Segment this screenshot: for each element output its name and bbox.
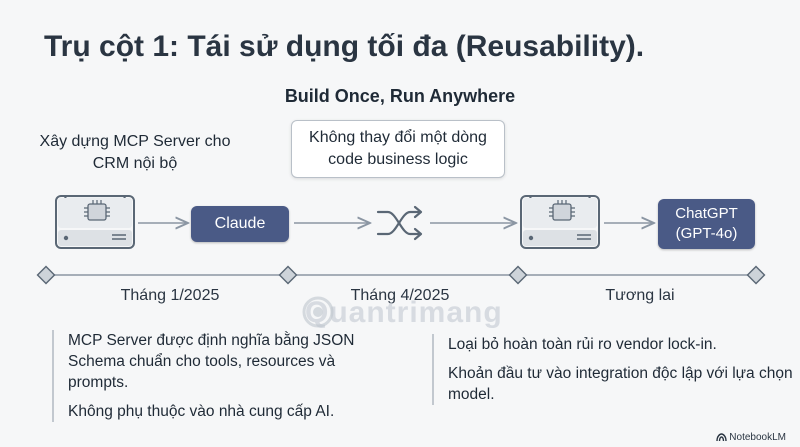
notebooklm-logo-icon [716, 433, 727, 441]
watermark: Quantrimang [305, 296, 503, 329]
left-notes: MCP Server được định nghĩa bằng JSON Sch… [52, 330, 398, 422]
server-icon [55, 195, 135, 249]
timeline-marker [508, 265, 528, 285]
right-notes: Loại bỏ hoàn toàn rủi ro vendor lock-in.… [432, 334, 793, 405]
brand-footer: NotebookLM [716, 432, 786, 443]
timeline-label: Tháng 1/2025 [120, 287, 220, 304]
subtitle: Build Once, Run Anywhere [284, 86, 516, 106]
note-item: Không phụ thuộc vào nhà cung cấp AI. [68, 403, 335, 420]
callout-box: Không thay đổi một dòng code business lo… [291, 120, 505, 178]
node-chatgpt: ChatGPT (GPT-4o) [658, 199, 755, 249]
note-item: Khoản đầu tư vào integration độc lập với… [448, 365, 793, 403]
watermark-logo-icon [302, 296, 334, 328]
server-caption: Xây dựng MCP Server cho CRM nội bộ [39, 133, 231, 172]
server-icon [520, 195, 600, 249]
note-item: Loại bỏ hoàn toàn rủi ro vendor lock-in. [448, 336, 717, 353]
timeline-label: Tháng 4/2025 [350, 287, 450, 304]
timeline [36, 265, 766, 285]
note-item: MCP Server được định nghĩa bằng JSON Sch… [68, 332, 355, 391]
timeline-label: Tương lai [605, 287, 675, 304]
page-title: Trụ cột 1: Tái sử dụng tối đa (Reusabili… [44, 30, 645, 63]
timeline-marker [746, 265, 766, 285]
timeline-marker [36, 265, 56, 285]
node-claude: Claude [191, 206, 289, 242]
brand-label: NotebookLM [729, 432, 786, 443]
shuffle-icon [376, 205, 423, 241]
timeline-marker [278, 265, 298, 285]
